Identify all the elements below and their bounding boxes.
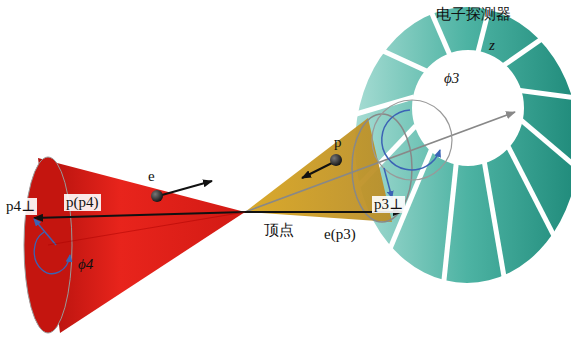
momentum-label: p4⊥ <box>4 198 37 215</box>
detector-label: 电子探测器 <box>436 6 511 23</box>
particle-label: p(p4) <box>64 194 101 211</box>
segment-gap <box>507 145 556 242</box>
segment-gap <box>443 163 456 288</box>
segment-gap <box>503 36 547 66</box>
particle-label: e(p3) <box>322 226 358 243</box>
segment-gap <box>518 90 571 98</box>
axis-label: z <box>489 37 495 54</box>
particle-label: e <box>148 168 155 185</box>
vertex-label: 顶点 <box>262 222 296 239</box>
momentum-label: p3⊥ <box>372 196 405 213</box>
segment-gap <box>520 119 571 174</box>
angle-label: ϕ3 <box>442 70 461 87</box>
segment-gap <box>377 48 426 71</box>
particle-label: p <box>334 134 342 151</box>
angle-label: ϕ4 <box>78 256 93 273</box>
segment-gap <box>484 161 505 283</box>
